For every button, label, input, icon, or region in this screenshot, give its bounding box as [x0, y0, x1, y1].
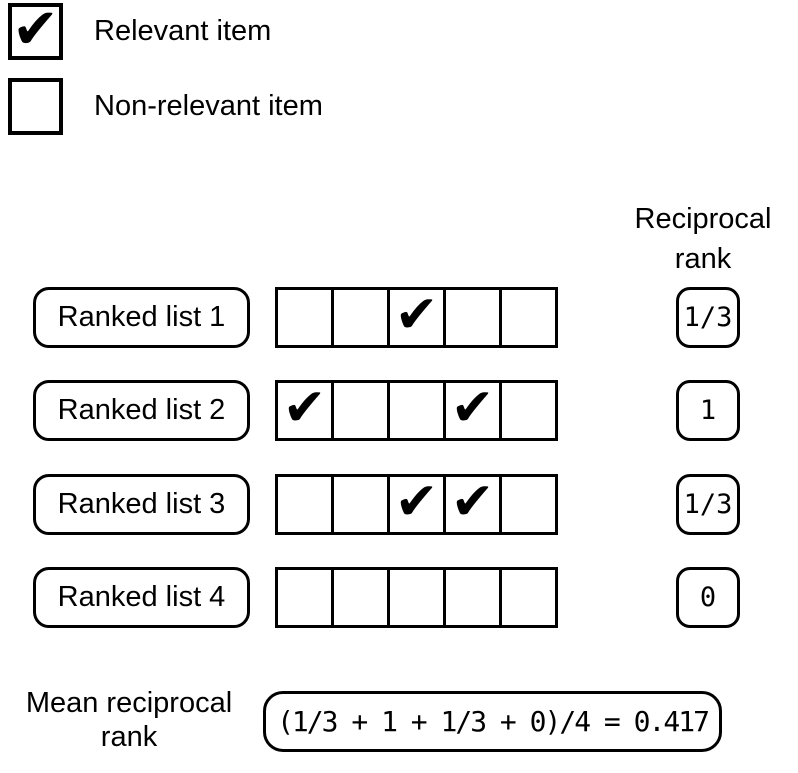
ranked-list-label: Ranked list 3: [33, 474, 250, 535]
nonrelevant-item-cell: [499, 567, 558, 628]
nonrelevant-item-cell: [443, 287, 502, 348]
legend-item-nonrelevant: Non-relevant item: [8, 78, 323, 135]
reciprocal-rank-value: 0: [676, 567, 740, 628]
ranked-list-row: Ranked list 2 ✔✔ 1: [0, 380, 798, 441]
reciprocal-rank-value: 1/3: [676, 287, 740, 348]
check-icon: ✔: [282, 377, 327, 438]
ranked-list-label: Ranked list 4: [33, 567, 250, 628]
ranked-list-row: Ranked list 3 ✔✔ 1/3: [0, 474, 798, 535]
nonrelevant-item-cell: [331, 567, 390, 628]
legend-label-relevant: Relevant item: [94, 15, 272, 47]
check-icon: ✔: [450, 377, 495, 438]
ranked-list-cells: ✔✔: [275, 474, 558, 535]
ranked-list-label-text: Ranked list 1: [57, 301, 226, 333]
reciprocal-rank-header: Reciprocal rank: [634, 203, 772, 275]
relevant-item-cell: ✔: [387, 287, 446, 348]
relevant-item-cell: ✔: [443, 474, 502, 535]
ranked-list-label: Ranked list 1: [33, 287, 250, 348]
nonrelevant-item-cell: [499, 474, 558, 535]
relevant-item-cell: ✔: [275, 380, 334, 441]
reciprocal-rank-value: 1: [676, 380, 740, 441]
legend-item-relevant: ✔ Relevant item: [8, 0, 323, 62]
ranked-list-cells: [275, 567, 558, 628]
check-icon: ✔: [394, 284, 439, 345]
legend: ✔ Relevant item Non-relevant item: [8, 0, 323, 153]
ranked-list-row: Ranked list 1 ✔ 1/3: [0, 287, 798, 348]
nonrelevant-item-cell: [275, 567, 334, 628]
ranked-list-row: Ranked list 4 0: [0, 567, 798, 628]
check-icon: ✔: [450, 471, 495, 532]
nonrelevant-item-cell: [499, 380, 558, 441]
mean-reciprocal-rank-label: Mean reciprocal rank: [25, 687, 233, 753]
nonrelevant-item-cell: [331, 287, 390, 348]
nonrelevant-item-cell: [443, 567, 502, 628]
ranked-list-cells: ✔: [275, 287, 558, 348]
relevant-item-cell: ✔: [443, 380, 502, 441]
nonrelevant-item-cell: [499, 287, 558, 348]
ranked-list-cells: ✔✔: [275, 380, 558, 441]
nonrelevant-item-cell: [331, 474, 390, 535]
nonrelevant-item-cell: [275, 287, 334, 348]
mrr-formula-box: (1/3 + 1 + 1/3 + 0)/4 = 0.417: [263, 691, 722, 752]
nonrelevant-item-cell: [387, 567, 446, 628]
nonrelevant-item-cell: [331, 380, 390, 441]
relevant-item-box: ✔: [8, 0, 63, 62]
ranked-list-label-text: Ranked list 2: [57, 394, 226, 426]
nonrelevant-item-box: [8, 78, 63, 135]
check-icon: ✔: [12, 0, 59, 62]
reciprocal-rank-value: 1/3: [676, 474, 740, 535]
nonrelevant-item-cell: [387, 380, 446, 441]
legend-label-nonrelevant: Non-relevant item: [94, 90, 323, 122]
ranked-list-label: Ranked list 2: [33, 380, 250, 441]
ranked-list-label-text: Ranked list 3: [57, 488, 226, 520]
relevant-item-cell: ✔: [387, 474, 446, 535]
ranked-list-label-text: Ranked list 4: [57, 581, 226, 613]
check-icon: ✔: [394, 471, 439, 532]
mrr-formula: (1/3 + 1 + 1/3 + 0)/4 = 0.417: [277, 705, 710, 738]
nonrelevant-item-cell: [275, 474, 334, 535]
